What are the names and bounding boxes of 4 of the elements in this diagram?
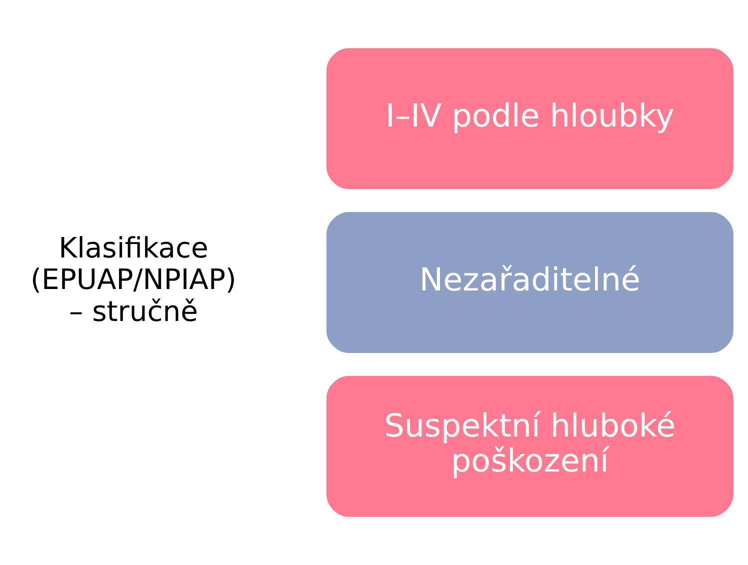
node-box: Suspektní hluboké poškození [326,376,734,517]
node-box: Nezařaditelné [326,212,734,353]
node-box: I–IV podle hloubky [326,48,734,190]
label: Klasifikace (EPUAP/NPIAP) – stručně [30,231,236,328]
